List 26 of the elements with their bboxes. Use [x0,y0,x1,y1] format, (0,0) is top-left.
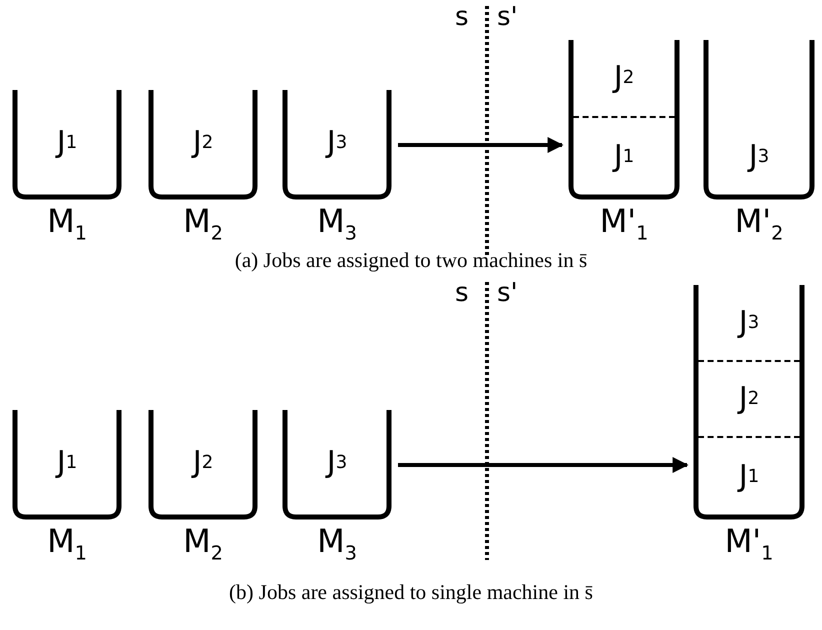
machine-bin [148,410,258,562]
machine-label: M$_{1}$ [47,522,87,566]
machine-bin [148,90,258,242]
arrow [398,457,689,473]
machine-label: M$_{3}$ [317,522,357,566]
machine-label: M'$_{2}$ [734,202,784,246]
machine-bin [703,40,815,242]
caption: (a) Jobs are assigned to two machines in s̄ [234,248,588,273]
state-label: s [455,278,469,308]
caption: (b) Jobs are assigned to single machine in s̄ [229,580,593,605]
machine-label: M'$_{1}$ [724,522,774,566]
machine-label: M$_{1}$ [47,202,87,246]
machine-label: M$_{3}$ [317,202,357,246]
state-label: s' [497,2,518,32]
machine-bin [12,410,122,562]
state-label: s [455,2,469,32]
state-label: s' [497,278,518,308]
machine-label: M'$_{1}$ [600,202,648,246]
machine-label: M$_{2}$ [183,202,223,246]
machine-bin [693,285,805,562]
machine-bin [282,410,392,562]
machine-bin [568,40,680,242]
arrow [398,137,564,153]
machine-bin [12,90,122,242]
machine-label: M$_{2}$ [183,522,223,566]
machine-bin [282,90,392,242]
